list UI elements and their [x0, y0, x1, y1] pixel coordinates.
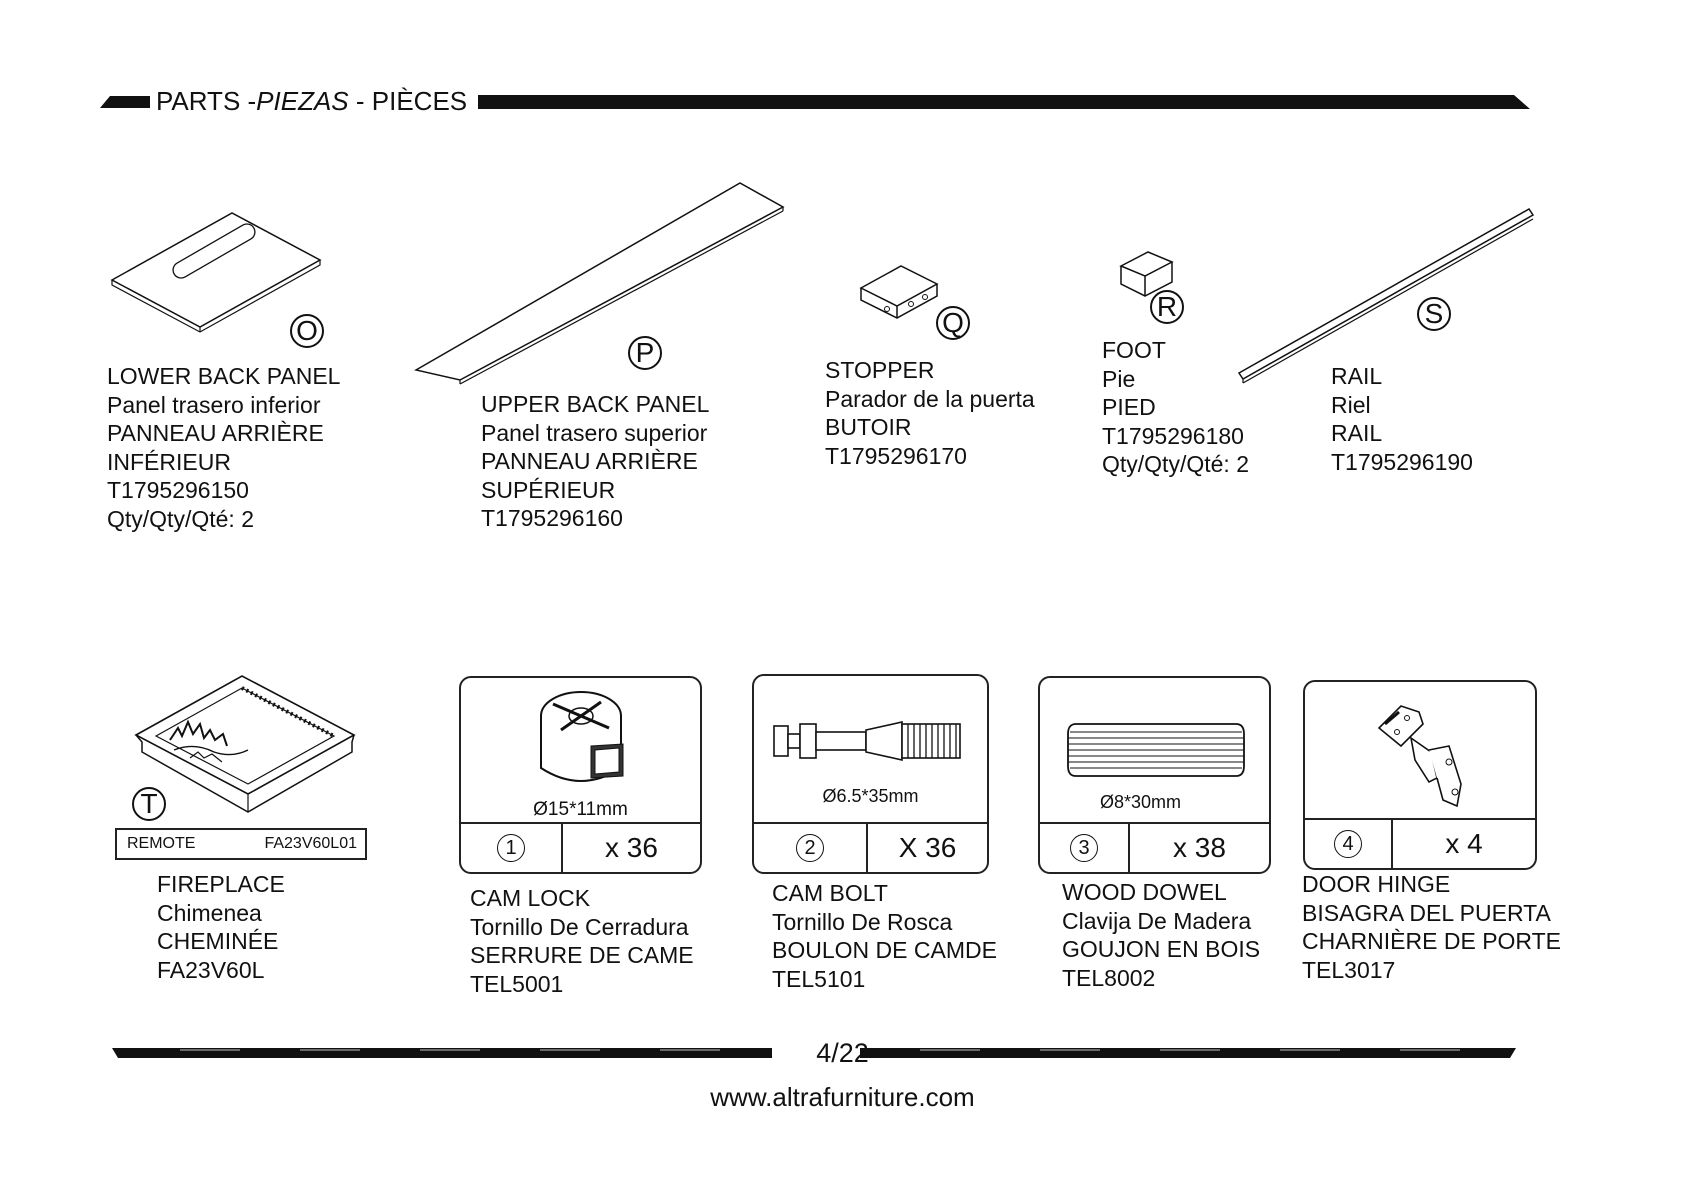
foot-drawing — [1119, 251, 1174, 297]
hardware-door-hinge-box: 4 x 4 — [1303, 680, 1537, 870]
part-p-marker: P — [628, 336, 662, 370]
wood-dowel-number: 3 — [1070, 834, 1098, 862]
wood-dowel-drawing — [1067, 723, 1245, 777]
upper-back-panel-drawing — [413, 182, 785, 385]
cam-lock-dimension: Ø15*11mm — [533, 799, 628, 820]
rail-drawing — [1237, 208, 1535, 384]
fireplace-drawing — [134, 675, 356, 813]
header-bar-graphic — [100, 95, 1530, 109]
wood-dowel-dimension: Ø8*30mm — [1100, 792, 1182, 812]
website-url: www.altrafurniture.com — [710, 1082, 975, 1112]
hardware-wood-dowel-box: Ø8*30mm 3 x 38 — [1038, 676, 1271, 874]
part-o-marker: O — [290, 314, 324, 348]
footer-bar-graphic — [112, 1048, 1516, 1058]
page-number: 4/22 — [816, 1038, 869, 1068]
part-t-marker: T — [132, 787, 166, 821]
part-s-marker: S — [1417, 297, 1451, 331]
cam-bolt-number: 2 — [796, 834, 824, 862]
cam-lock-number: 1 — [497, 834, 525, 862]
cam-bolt-quantity: X 36 — [898, 832, 957, 863]
door-hinge-drawing — [1377, 705, 1462, 808]
cam-bolt-drawing — [773, 721, 961, 761]
door-hinge-quantity: x 4 — [1445, 828, 1483, 859]
remote-info-box: REMOTE FA23V60L01 — [115, 828, 367, 860]
hardware-cam-bolt-box: Ø6.5*35mm 2 X 36 — [752, 674, 989, 874]
hardware-cam-lock-box: Ø15*11mm 1 x 36 — [459, 676, 702, 874]
page-title: PARTS -PIEZAS - PIÈCES — [156, 86, 468, 116]
part-r-marker: R — [1150, 290, 1184, 324]
lower-back-panel-drawing — [110, 212, 322, 333]
remote-label: REMOTE — [127, 835, 196, 852]
wood-dowel-quantity: x 38 — [1173, 832, 1226, 863]
remote-code: FA23V60L01 — [264, 835, 357, 852]
door-hinge-number: 4 — [1334, 830, 1362, 858]
stopper-drawing — [859, 265, 939, 319]
cam-lock-drawing — [540, 691, 624, 782]
part-q-marker: Q — [936, 306, 970, 340]
cam-bolt-dimension: Ø6.5*35mm — [822, 786, 919, 806]
cam-lock-quantity: x 36 — [605, 832, 658, 863]
